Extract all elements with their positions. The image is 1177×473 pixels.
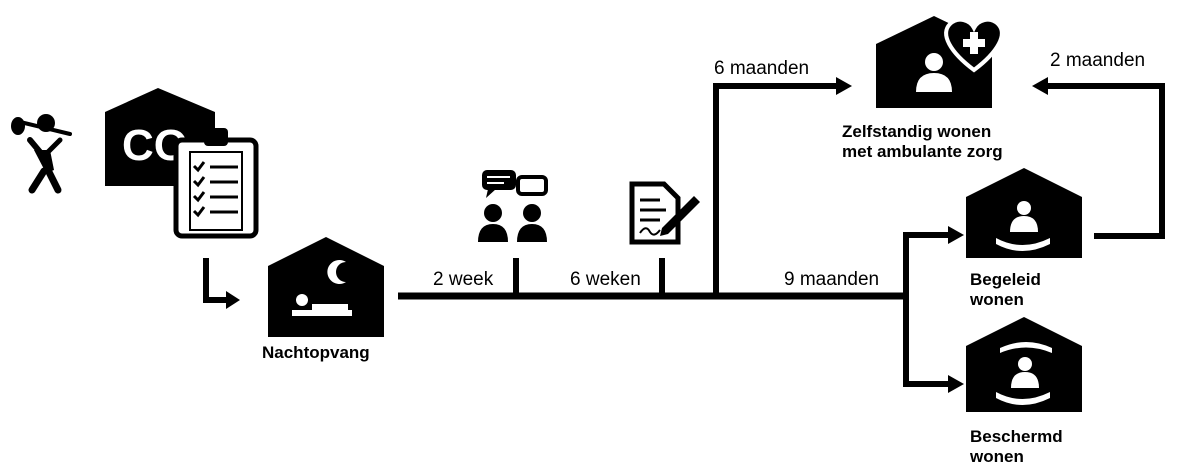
checklist-icon bbox=[173, 128, 259, 239]
node-label-zelfstandig-wonen: Zelfstandig wonen met ambulante zorg bbox=[842, 122, 1003, 162]
segment-label-6-maanden: 6 maanden bbox=[714, 58, 810, 79]
node-label-begeleid-line2: wonen bbox=[970, 290, 1024, 309]
independent-living-house-icon bbox=[876, 16, 1004, 108]
segment-label-2-maanden: 2 maanden bbox=[1050, 50, 1146, 71]
conversation-icon bbox=[478, 170, 548, 242]
night-shelter-house-icon bbox=[268, 237, 384, 337]
segment-label-9-maanden: 9 maanden bbox=[784, 269, 880, 290]
node-label-zelfstandig-line1: Zelfstandig wonen bbox=[842, 122, 992, 141]
node-label-zelfstandig-line2: met ambulante zorg bbox=[842, 142, 1003, 161]
return-path bbox=[1032, 77, 1165, 239]
supported-living-house-icon bbox=[966, 168, 1082, 258]
segment-label-2-week: 2 week bbox=[433, 269, 494, 290]
node-label-nachtopvang: Nachtopvang bbox=[262, 343, 370, 362]
signed-document-icon bbox=[629, 181, 700, 245]
node-label-beschermd-wonen: Beschermd wonen bbox=[970, 427, 1063, 467]
walking-person-icon bbox=[11, 114, 72, 194]
entry-arrow bbox=[203, 258, 240, 309]
node-label-beschermd-line2: wonen bbox=[970, 447, 1024, 466]
node-label-beschermd-line1: Beschermd bbox=[970, 427, 1063, 446]
arrowheads bbox=[836, 77, 964, 393]
node-label-begeleid-line1: Begeleid bbox=[970, 270, 1041, 289]
main-timeline bbox=[398, 83, 950, 387]
segment-label-6-weken: 6 weken bbox=[570, 269, 641, 290]
node-label-begeleid-wonen: Begeleid wonen bbox=[970, 270, 1041, 310]
sheltered-living-house-icon bbox=[966, 317, 1082, 412]
